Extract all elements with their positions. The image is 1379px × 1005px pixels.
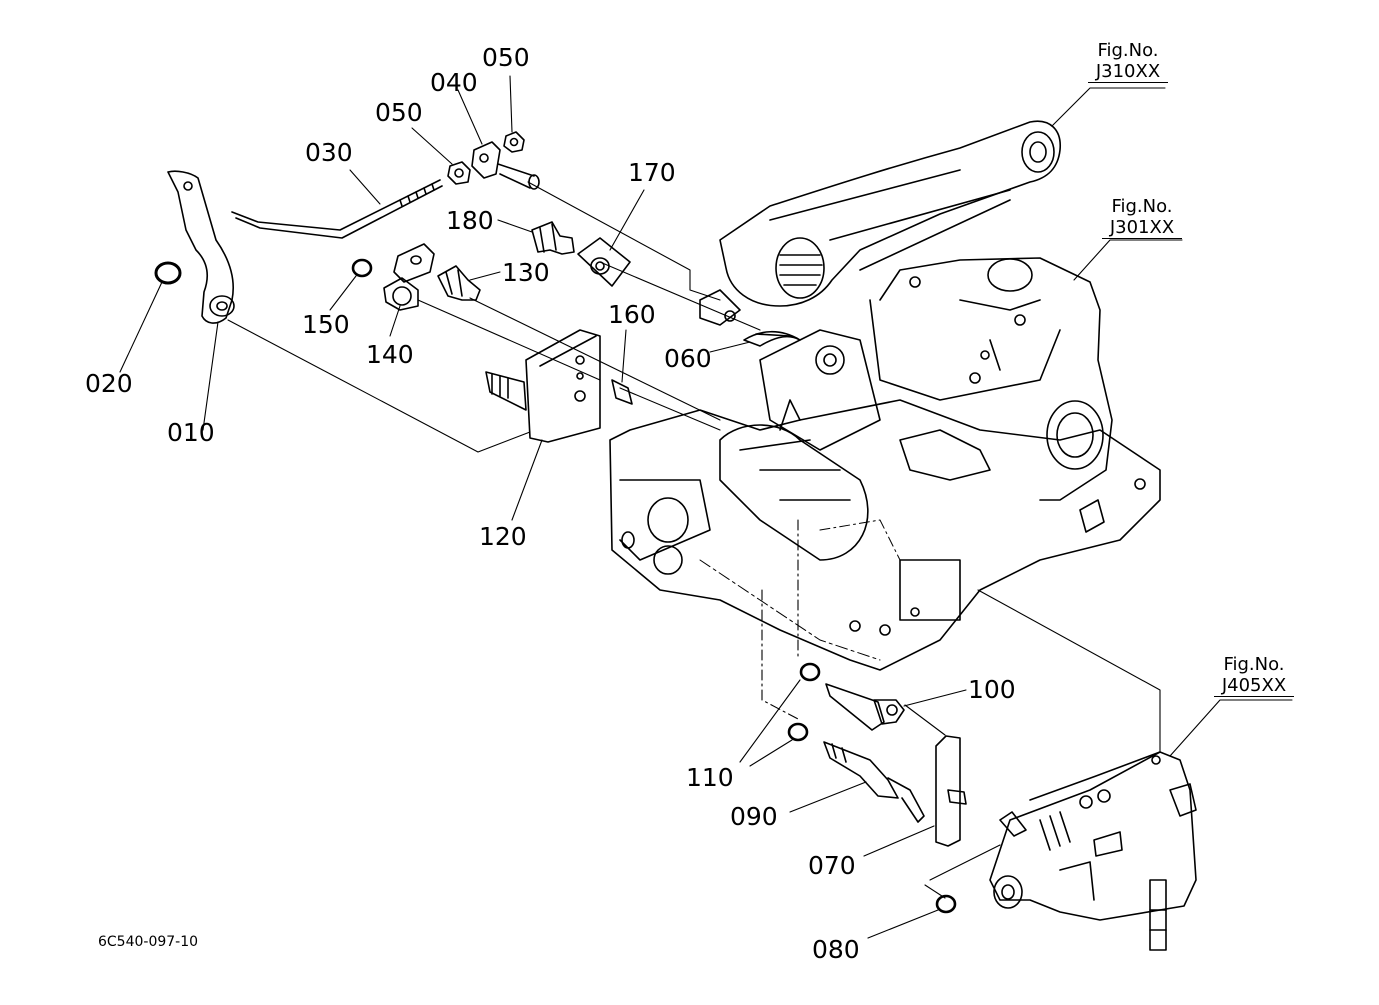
part-label-010: 010 (167, 418, 215, 447)
leader-130 (470, 272, 500, 280)
part-090-lever (824, 742, 924, 822)
leader-020 (120, 282, 162, 372)
drawing-number: 6C540-097-10 (98, 934, 199, 950)
part-130-bolt (438, 266, 480, 300)
leader-050a (412, 128, 452, 164)
part-070-plate (936, 736, 966, 846)
part-label-030: 030 (305, 138, 353, 167)
part-label-130: 130 (502, 258, 550, 287)
part-label-160: 160 (608, 300, 656, 329)
part-140-bushing (384, 244, 434, 310)
part-label-120: 120 (479, 522, 527, 551)
part-label-040: 040 (430, 68, 478, 97)
fig-prefix: Fig.No. (1111, 196, 1173, 217)
leader-010 (203, 322, 218, 430)
leader-030 (350, 170, 380, 204)
fig-code[interactable]: J310XX (1088, 61, 1168, 83)
part-label-050: 050 (375, 98, 423, 127)
leader-100 (904, 690, 966, 706)
part-050-nut-b (504, 132, 524, 152)
part-160-pin (612, 380, 632, 404)
part-label-050: 050 (482, 43, 530, 72)
figure-reference-j301xx[interactable]: Fig.No. J301XX (1102, 196, 1182, 239)
assembly-alignment-lines (228, 182, 1160, 898)
part-120-plate (486, 330, 600, 442)
leader-160 (622, 330, 626, 382)
lift-arm-assembly (700, 121, 1060, 325)
part-030-threaded-rod (232, 180, 442, 238)
part-label-100: 100 (968, 675, 1016, 704)
hydraulic-housing (610, 258, 1160, 670)
figure-reference-j310xx[interactable]: Fig.No. J310XX (1088, 40, 1168, 83)
part-110-ring-b (789, 724, 807, 740)
leader-j310 (1052, 88, 1165, 126)
leader-j301 (1074, 240, 1182, 280)
part-label-080: 080 (812, 935, 860, 964)
leader-070 (864, 826, 934, 856)
part-080-ring (937, 896, 955, 912)
part-010-lever-arm (168, 171, 234, 323)
part-040-link (472, 142, 539, 189)
part-label-070: 070 (808, 851, 856, 880)
part-180-fitting (532, 222, 574, 254)
control-valve-assembly (990, 752, 1196, 950)
leader-040 (458, 90, 482, 144)
leader-180 (498, 220, 532, 232)
leader-090 (790, 782, 866, 812)
leader-170 (610, 190, 644, 250)
leader-120 (512, 440, 542, 520)
part-100-fitting (826, 684, 904, 730)
fig-code[interactable]: J405XX (1214, 675, 1294, 697)
leader-060 (710, 342, 750, 352)
leader-150 (330, 276, 356, 310)
leader-j405 (1170, 700, 1292, 756)
fig-code[interactable]: J301XX (1102, 217, 1182, 239)
part-170-plate (578, 238, 630, 286)
leader-110 (740, 680, 800, 766)
figure-reference-j405xx[interactable]: Fig.No. J405XX (1214, 654, 1294, 697)
part-label-170: 170 (628, 158, 676, 187)
part-label-020: 020 (85, 369, 133, 398)
part-020-ring (156, 263, 180, 283)
part-label-180: 180 (446, 206, 494, 235)
part-label-110: 110 (686, 763, 734, 792)
leader-080 (868, 910, 938, 938)
fig-prefix: Fig.No. (1223, 654, 1285, 675)
part-label-060: 060 (664, 344, 712, 373)
part-label-140: 140 (366, 340, 414, 369)
part-label-150: 150 (302, 310, 350, 339)
part-110-ring-a (801, 664, 819, 680)
part-label-090: 090 (730, 802, 778, 831)
leader-140 (390, 306, 400, 336)
part-150-ring (353, 260, 371, 276)
fig-prefix: Fig.No. (1097, 40, 1159, 61)
leader-050b (510, 76, 512, 132)
part-050-nut-a (448, 162, 470, 184)
